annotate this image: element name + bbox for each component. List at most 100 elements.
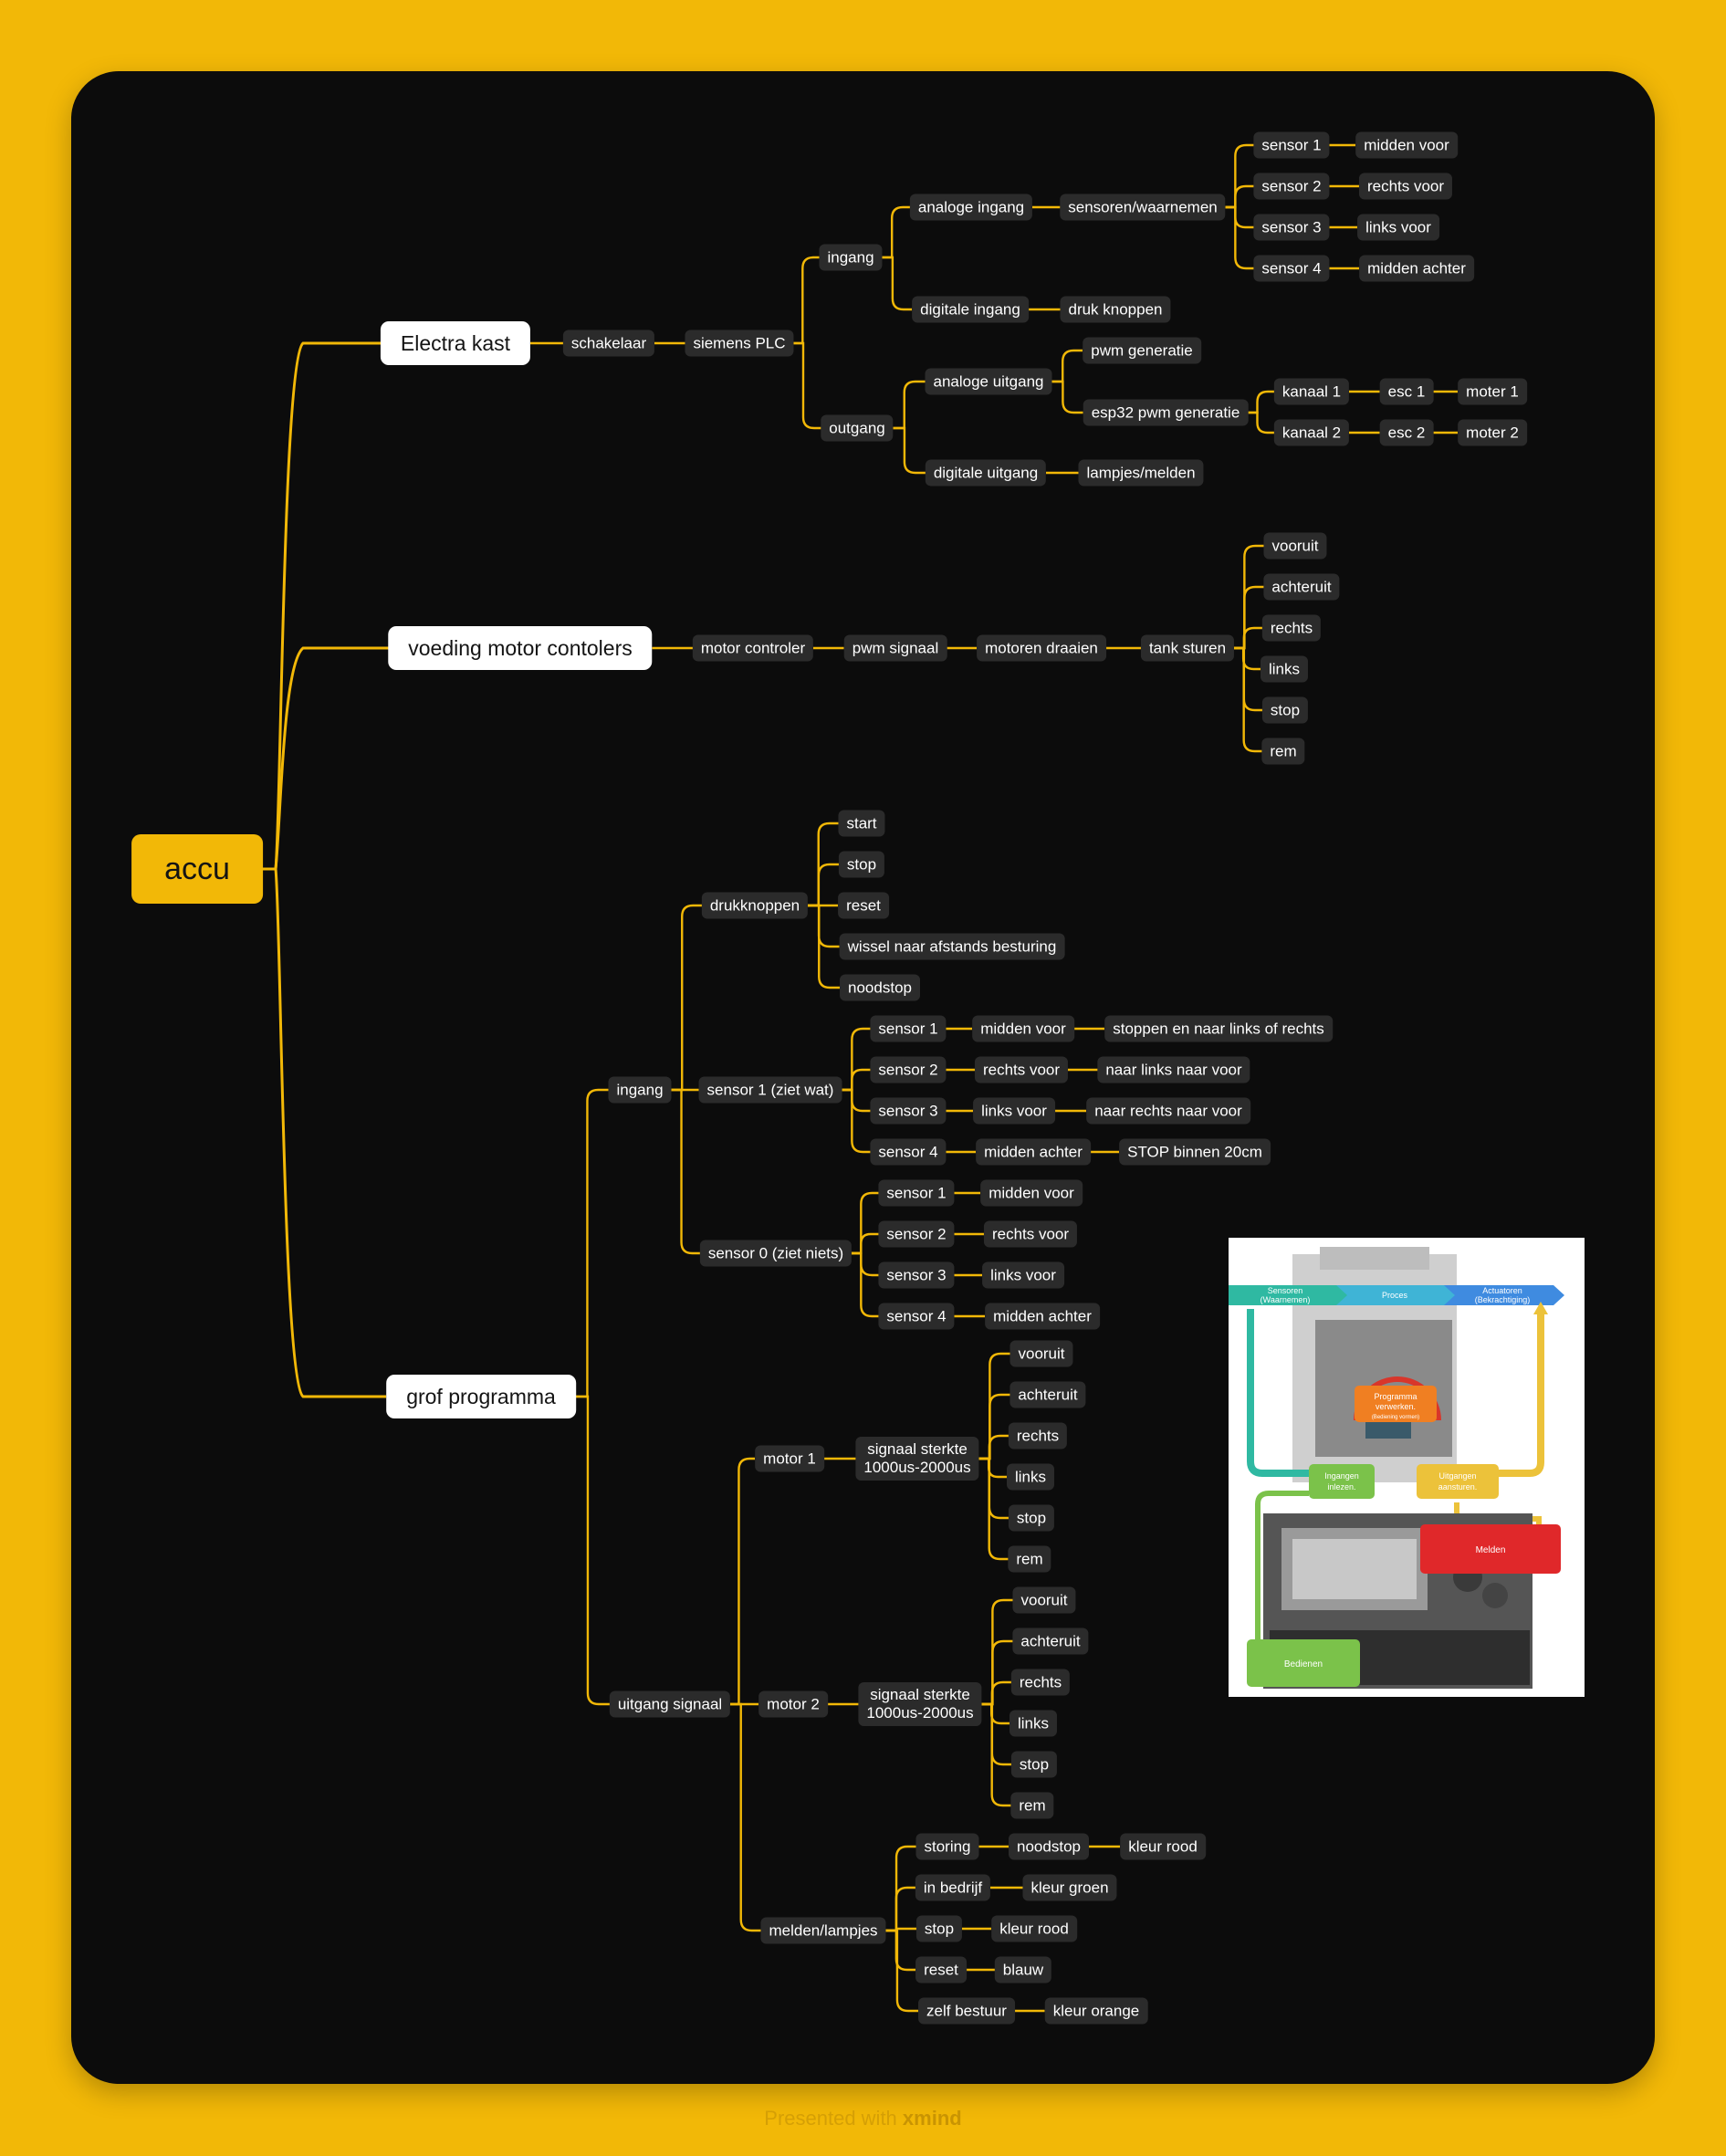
topic-midden-voor[interactable]: midden voor (980, 1179, 1083, 1207)
topic-sensor-4[interactable]: sensor 4 (1253, 255, 1330, 282)
topic-analoge-uitgang[interactable]: analoge uitgang (925, 368, 1052, 395)
topic-reset[interactable]: reset (915, 1956, 967, 1983)
topic-sensor-1[interactable]: sensor 1 (870, 1015, 947, 1042)
topic-noodstop[interactable]: noodstop (1009, 1833, 1089, 1860)
topic-sensor-2[interactable]: sensor 2 (1253, 173, 1330, 200)
topic-sensor-3[interactable]: sensor 3 (878, 1261, 955, 1289)
topic-stop[interactable]: stop (1261, 696, 1309, 724)
topic-sensor-1-ziet-wat[interactable]: sensor 1 (ziet wat) (698, 1076, 842, 1104)
topic-kleur-orange[interactable]: kleur orange (1044, 1997, 1148, 2025)
topic-druk-knoppen[interactable]: druk knoppen (1060, 296, 1171, 323)
topic-storing[interactable]: storing (915, 1833, 979, 1860)
topic-rem[interactable]: rem (1261, 738, 1305, 765)
topic-rechts-voor[interactable]: rechts voor (983, 1220, 1078, 1248)
topic-esc-2[interactable]: esc 2 (1379, 419, 1434, 446)
topic-kanaal-1[interactable]: kanaal 1 (1273, 378, 1350, 405)
topic-esc-1[interactable]: esc 1 (1379, 378, 1434, 405)
topic-melden-lampjes[interactable]: melden/lampjes (760, 1917, 886, 1944)
topic-outgang[interactable]: outgang (821, 414, 894, 442)
topic-schakelaar[interactable]: schakelaar (562, 330, 655, 357)
topic-sensor-4[interactable]: sensor 4 (870, 1138, 947, 1166)
topic-sensor-1[interactable]: sensor 1 (1253, 131, 1330, 159)
topic-moter-1[interactable]: moter 1 (1458, 378, 1527, 405)
topic-stop[interactable]: stop (1008, 1504, 1055, 1532)
topic-signaal-sterkte-1000us-2000us[interactable]: signaal sterkte 1000us-2000us (858, 1682, 982, 1726)
topic-analoge-ingang[interactable]: analoge ingang (909, 194, 1033, 221)
topic-motor-2[interactable]: motor 2 (758, 1690, 828, 1718)
topic-motor-1[interactable]: motor 1 (755, 1445, 824, 1472)
topic-tank-sturen[interactable]: tank sturen (1140, 634, 1235, 662)
topic-midden-achter[interactable]: midden achter (976, 1138, 1091, 1166)
topic-wissel-naar-afstands-besturing[interactable]: wissel naar afstands besturing (839, 933, 1065, 960)
topic-stop[interactable]: stop (915, 1915, 963, 1942)
topic-kleur-rood[interactable]: kleur rood (1120, 1833, 1206, 1860)
topic-grof-programma[interactable]: grof programma (386, 1375, 576, 1418)
topic-kleur-rood[interactable]: kleur rood (991, 1915, 1077, 1942)
topic-sensor-2[interactable]: sensor 2 (878, 1220, 955, 1248)
topic-siemens-plc[interactable]: siemens PLC (685, 330, 794, 357)
topic-sensor-0-ziet-niets[interactable]: sensor 0 (ziet niets) (699, 1240, 853, 1267)
topic-rechts-voor[interactable]: rechts voor (974, 1056, 1069, 1083)
topic-naar-rechts-naar-voor[interactable]: naar rechts naar voor (1086, 1097, 1250, 1125)
topic-vooruit[interactable]: vooruit (1012, 1586, 1076, 1614)
topic-sensor-1[interactable]: sensor 1 (878, 1179, 955, 1207)
topic-links-voor[interactable]: links voor (982, 1261, 1064, 1289)
topic-noodstop[interactable]: noodstop (840, 974, 920, 1001)
topic-motor-controler[interactable]: motor controler (692, 634, 814, 662)
topic-rechts-voor[interactable]: rechts voor (1358, 173, 1453, 200)
root-topic[interactable]: accu (131, 834, 263, 904)
topic-kanaal-2[interactable]: kanaal 2 (1273, 419, 1350, 446)
xmind-logo[interactable]: xmind (902, 2107, 962, 2130)
topic-digitale-ingang[interactable]: digitale ingang (912, 296, 1029, 323)
topic-ingang[interactable]: ingang (819, 244, 883, 271)
topic-stop-binnen-20cm[interactable]: STOP binnen 20cm (1119, 1138, 1271, 1166)
topic-blauw[interactable]: blauw (994, 1956, 1052, 1983)
topic-links[interactable]: links (1006, 1463, 1055, 1491)
topic-vooruit[interactable]: vooruit (1263, 532, 1327, 560)
topic-ingang[interactable]: ingang (608, 1076, 672, 1104)
topic-drukknoppen[interactable]: drukknoppen (701, 892, 809, 919)
topic-zelf-bestuur[interactable]: zelf bestuur (918, 1997, 1015, 2025)
topic-esp32-pwm-generatie[interactable]: esp32 pwm generatie (1083, 399, 1249, 426)
topic-links[interactable]: links (1260, 655, 1309, 683)
topic-sensor-3[interactable]: sensor 3 (870, 1097, 947, 1125)
topic-sensor-4[interactable]: sensor 4 (878, 1303, 955, 1330)
topic-moter-2[interactable]: moter 2 (1458, 419, 1527, 446)
topic-rechts[interactable]: rechts (1261, 614, 1322, 642)
topic-start[interactable]: start (838, 810, 885, 837)
topic-reset[interactable]: reset (838, 892, 889, 919)
topic-sensor-2[interactable]: sensor 2 (870, 1056, 947, 1083)
topic-achteruit[interactable]: achteruit (1263, 573, 1340, 601)
topic-links-voor[interactable]: links voor (973, 1097, 1055, 1125)
topic-midden-achter[interactable]: midden achter (1359, 255, 1474, 282)
topic-rem[interactable]: rem (1010, 1792, 1054, 1819)
topic-rechts[interactable]: rechts (1010, 1669, 1071, 1696)
topic-pwm-generatie[interactable]: pwm generatie (1083, 337, 1201, 364)
topic-pwm-signaal[interactable]: pwm signaal (843, 634, 947, 662)
topic-stop[interactable]: stop (838, 851, 885, 878)
topic-vooruit[interactable]: vooruit (1009, 1340, 1073, 1367)
topic-midden-voor[interactable]: midden voor (1355, 131, 1458, 159)
topic-voeding-motor-contolers[interactable]: voeding motor contolers (388, 626, 653, 670)
topic-stop[interactable]: stop (1010, 1751, 1058, 1778)
topic-sensoren-waarnemen[interactable]: sensoren/waarnemen (1060, 194, 1226, 221)
topic-electra-kast[interactable]: Electra kast (380, 321, 531, 365)
topic-links-voor[interactable]: links voor (1357, 214, 1439, 241)
topic-signaal-sterkte-1000us-2000us[interactable]: signaal sterkte 1000us-2000us (855, 1437, 979, 1481)
topic-kleur-groen[interactable]: kleur groen (1022, 1874, 1117, 1901)
topic-sensor-3[interactable]: sensor 3 (1253, 214, 1330, 241)
topic-rechts[interactable]: rechts (1008, 1422, 1068, 1450)
topic-achteruit[interactable]: achteruit (1009, 1381, 1086, 1408)
topic-midden-voor[interactable]: midden voor (972, 1015, 1074, 1042)
topic-lampjes-melden[interactable]: lampjes/melden (1078, 459, 1204, 487)
topic-in-bedrijf[interactable]: in bedrijf (915, 1874, 991, 1901)
topic-achteruit[interactable]: achteruit (1012, 1627, 1089, 1655)
topic-midden-achter[interactable]: midden achter (985, 1303, 1100, 1330)
topic-stoppen-en-naar-links-of-rechts[interactable]: stoppen en naar links of rechts (1104, 1015, 1333, 1042)
topic-motoren-draaien[interactable]: motoren draaien (977, 634, 1106, 662)
topic-naar-links-naar-voor[interactable]: naar links naar voor (1097, 1056, 1250, 1083)
topic-links[interactable]: links (1009, 1710, 1058, 1737)
topic-uitgang-signaal[interactable]: uitgang signaal (609, 1690, 731, 1718)
topic-digitale-uitgang[interactable]: digitale uitgang (925, 459, 1047, 487)
topic-rem[interactable]: rem (1008, 1545, 1051, 1573)
